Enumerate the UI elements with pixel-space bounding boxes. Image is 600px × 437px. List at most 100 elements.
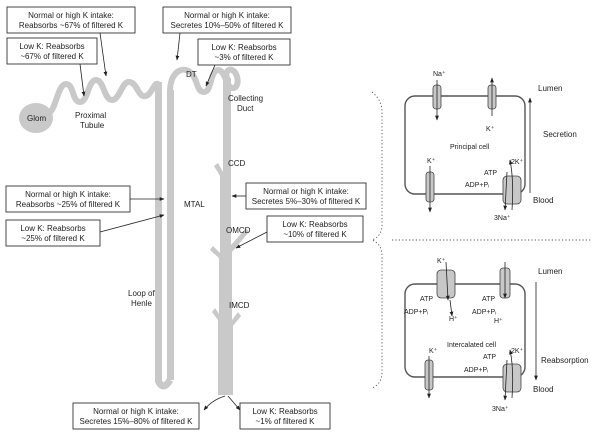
collecting-label-2: Duct	[237, 104, 254, 113]
na-pump-arrow-2	[503, 359, 508, 401]
descending-limb	[155, 82, 162, 382]
svg-text:Na⁺: Na⁺	[433, 70, 446, 78]
svg-text:Normal or high K intake:: Normal or high K intake:	[263, 187, 349, 196]
svg-text:ADP+Pᵢ: ADP+Pᵢ	[465, 182, 489, 189]
svg-text:~1% of filtered K: ~1% of filtered K	[256, 417, 316, 426]
svg-text:Secretes 15%–80% of filtered K: Secretes 15%–80% of filtered K	[80, 417, 194, 426]
arrow-pt-low	[79, 63, 86, 97]
lumen-label-top: Lumen	[538, 84, 562, 93]
svg-text:H⁺: H⁺	[494, 317, 503, 325]
svg-text:ATP: ATP	[420, 296, 433, 303]
svg-text:ADP+Pᵢ: ADP+Pᵢ	[404, 309, 428, 316]
box-end-normal: Normal or high K intake: Secretes 15%–80…	[72, 402, 200, 430]
svg-text:2K⁺: 2K⁺	[511, 347, 524, 355]
loop-label-1: Loop of	[128, 289, 155, 298]
zoom-bracket	[370, 91, 383, 389]
arrow-end-normal	[203, 395, 226, 411]
svg-text:Reabsorbs ~25% of filtered K: Reabsorbs ~25% of filtered K	[16, 200, 121, 209]
principal-cell	[404, 95, 526, 195]
arrow-mtal-low	[99, 214, 165, 233]
nephron: Glom Proximal Tubule DT Collecting Duct …	[19, 66, 263, 395]
box-omcd-low: Low K: Reabsorbs ~10% of filtered K	[266, 215, 364, 243]
annotation-boxes: Normal or high K intake: Reabsorbs ~67% …	[5, 6, 367, 430]
svg-text:Normal or high K intake:: Normal or high K intake:	[25, 190, 111, 199]
svg-text:Normal or high K intake:: Normal or high K intake:	[184, 11, 270, 20]
box-proximal-low: Low K: Reabsorbs ~67% of filtered K	[6, 37, 98, 65]
distal-tubule	[167, 66, 241, 96]
svg-text:Normal or high K intake:: Normal or high K intake:	[93, 407, 179, 416]
svg-text:Reabsorbs ~67% of filtered K: Reabsorbs ~67% of filtered K	[19, 21, 124, 30]
mtal-label: MTAL	[184, 200, 205, 209]
glom-label: Glom	[27, 114, 46, 123]
arrow-pt-normal	[99, 32, 108, 77]
loop-bend	[154, 378, 174, 390]
reabsorption-label: Reabsorption	[541, 356, 589, 365]
svg-text:3Na⁺: 3Na⁺	[494, 214, 511, 222]
box-dt-low: Low K: Reabsorbs ~3% of filtered K	[197, 38, 291, 66]
svg-text:Secretes 5%–30% of filtered K: Secretes 5%–30% of filtered K	[252, 197, 361, 206]
blood-label-top: Blood	[533, 196, 553, 205]
k-pump-arrow	[508, 159, 514, 211]
svg-text:Low K: Reabsorbs: Low K: Reabsorbs	[252, 407, 317, 416]
intercalated-cell	[404, 283, 526, 378]
svg-text:K⁺: K⁺	[427, 157, 436, 165]
arrow-dt-low	[205, 64, 216, 87]
svg-text:Secretes 10%–50% of filtered K: Secretes 10%–50% of filtered K	[171, 21, 285, 30]
arrow-omcd-low	[235, 231, 268, 249]
k-arrow-1	[445, 261, 450, 301]
principal-cell-label: Principal cell	[450, 144, 490, 151]
svg-text:ATP: ATP	[483, 354, 496, 361]
svg-text:ATP: ATP	[482, 296, 495, 303]
box-end-low: Low K: Reabsorbs ~1% of filtered K	[239, 402, 331, 430]
na-pump-arrow	[503, 171, 508, 211]
box-dt-normal: Normal or high K intake: Secretes 10%–50…	[162, 6, 292, 34]
h-arrow-1	[449, 299, 454, 317]
ascending-limb	[167, 90, 174, 380]
box-proximal-normal: Normal or high K intake: Reabsorbs ~67% …	[6, 6, 136, 34]
ccd-label: CCD	[228, 159, 246, 168]
proximal-tubule	[47, 76, 161, 115]
box-mtal-low: Low K: Reabsorbs ~25% of filtered K	[5, 219, 101, 247]
svg-text:2K⁺: 2K⁺	[511, 158, 524, 166]
svg-text:Low K: Reabsorbs: Low K: Reabsorbs	[19, 42, 84, 51]
imcd-label: IMCD	[229, 301, 250, 310]
svg-text:~3% of filtered K: ~3% of filtered K	[215, 53, 275, 62]
proximal-label-1: Proximal	[75, 111, 106, 120]
svg-text:K⁺: K⁺	[486, 125, 495, 133]
dt-label: DT	[186, 70, 197, 79]
collecting-label-1: Collecting	[228, 94, 263, 103]
box-ccd-normal: Normal or high K intake: Secretes 5%–30%…	[245, 182, 367, 210]
lumen-label-bottom: Lumen	[538, 267, 562, 276]
svg-text:~10% of filtered K: ~10% of filtered K	[283, 230, 347, 239]
k-pump-arrow-2	[509, 349, 514, 399]
principal-cell-panel: Na⁺ K⁺ Principal cell K⁺ 2K⁺ ATP ADP+Pᵢ …	[404, 70, 577, 222]
collecting-duct	[210, 78, 249, 395]
svg-text:ADP+Pᵢ: ADP+Pᵢ	[464, 367, 488, 374]
svg-text:Low K: Reabsorbs: Low K: Reabsorbs	[20, 224, 85, 233]
secretion-label: Secretion	[543, 130, 577, 139]
arrow-dt-normal	[175, 32, 181, 61]
svg-text:Low K: Reabsorbs: Low K: Reabsorbs	[282, 220, 347, 229]
svg-text:~67% of filtered K: ~67% of filtered K	[20, 52, 84, 61]
svg-text:ADP+Pᵢ: ADP+Pᵢ	[472, 309, 496, 316]
svg-text:~25% of filtered K: ~25% of filtered K	[21, 234, 85, 243]
blood-label-bottom: Blood	[533, 385, 553, 394]
box-mtal-normal: Normal or high K intake: Reabsorbs ~25% …	[5, 185, 131, 213]
svg-text:3Na⁺: 3Na⁺	[492, 405, 509, 413]
intercalated-cell-label: Intercalated cell	[447, 342, 496, 349]
proximal-label-2: Tubule	[80, 121, 105, 130]
loop-label-2: Henle	[131, 299, 152, 308]
svg-text:K⁺: K⁺	[429, 347, 438, 355]
glomerulus	[19, 103, 53, 133]
svg-text:K⁺: K⁺	[437, 257, 446, 265]
hk-atpase-1	[436, 269, 456, 299]
svg-text:Normal or high K intake:: Normal or high K intake:	[28, 11, 114, 20]
intercalated-cell-panel: K⁺ H⁺ ATP ADP+Pᵢ ATP ADP+Pᵢ H⁺ Intercala…	[404, 257, 589, 413]
pointer-arrows	[79, 32, 268, 411]
omcd-label: OMCD	[226, 226, 251, 235]
svg-text:ATP: ATP	[484, 170, 497, 177]
svg-text:Low K: Reabsorbs: Low K: Reabsorbs	[211, 43, 276, 52]
svg-text:H⁺: H⁺	[449, 315, 458, 323]
arrow-end-low	[227, 395, 241, 411]
